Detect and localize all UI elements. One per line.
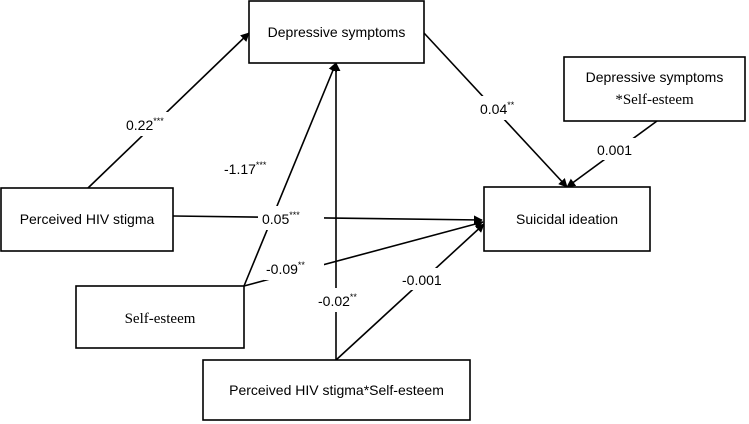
coef-depressive-to-suicidal: 0.04** bbox=[480, 100, 515, 117]
edge-interaction-stigma-to-suicidal bbox=[335, 223, 485, 361]
edge-selfesteem-to-depressive bbox=[243, 62, 338, 287]
node-depressive-selfesteem-interaction: Depressive symptoms *Self-esteem bbox=[563, 56, 746, 122]
coef-stigma-to-depressive: 0.22*** bbox=[126, 116, 164, 133]
node-self-esteem-label: Self-esteem bbox=[125, 311, 196, 327]
node-self-esteem: Self-esteem bbox=[75, 285, 245, 349]
node-interaction-dep-line1: Depressive symptoms bbox=[586, 69, 724, 85]
node-suicidal-ideation-label: Suicidal ideation bbox=[516, 211, 618, 227]
coef-selfesteem-to-suicidal: -0.09** bbox=[266, 260, 305, 277]
node-suicidal-ideation: Suicidal ideation bbox=[483, 186, 651, 252]
coef-interaction-dep-to-suicidal: 0.001 bbox=[597, 142, 632, 158]
coef-interaction-stigma-to-suicidal: -0.001 bbox=[402, 272, 442, 288]
node-interaction-dep-line2: *Self-esteem bbox=[615, 92, 694, 108]
edge-stigma-to-suicidal bbox=[172, 215, 483, 225]
coef-selfesteem-to-depressive: -1.17*** bbox=[224, 160, 267, 177]
node-perceived-hiv-stigma: Perceived HIV stigma bbox=[0, 187, 174, 252]
edge-stigma-to-depressive bbox=[87, 32, 250, 189]
node-depressive-symptoms-label: Depressive symptoms bbox=[268, 24, 406, 40]
node-interaction-stigma-label: Perceived HIV stigma*Self-esteem bbox=[229, 382, 444, 398]
node-depressive-symptoms: Depressive symptoms bbox=[248, 0, 425, 64]
coef-interaction-stigma-to-depressive: -0.02** bbox=[318, 292, 357, 309]
node-stigma-selfesteem-interaction: Perceived HIV stigma*Self-esteem bbox=[202, 359, 471, 421]
coef-stigma-to-suicidal: 0.05*** bbox=[262, 210, 300, 227]
node-perceived-hiv-stigma-label: Perceived HIV stigma bbox=[20, 211, 155, 227]
